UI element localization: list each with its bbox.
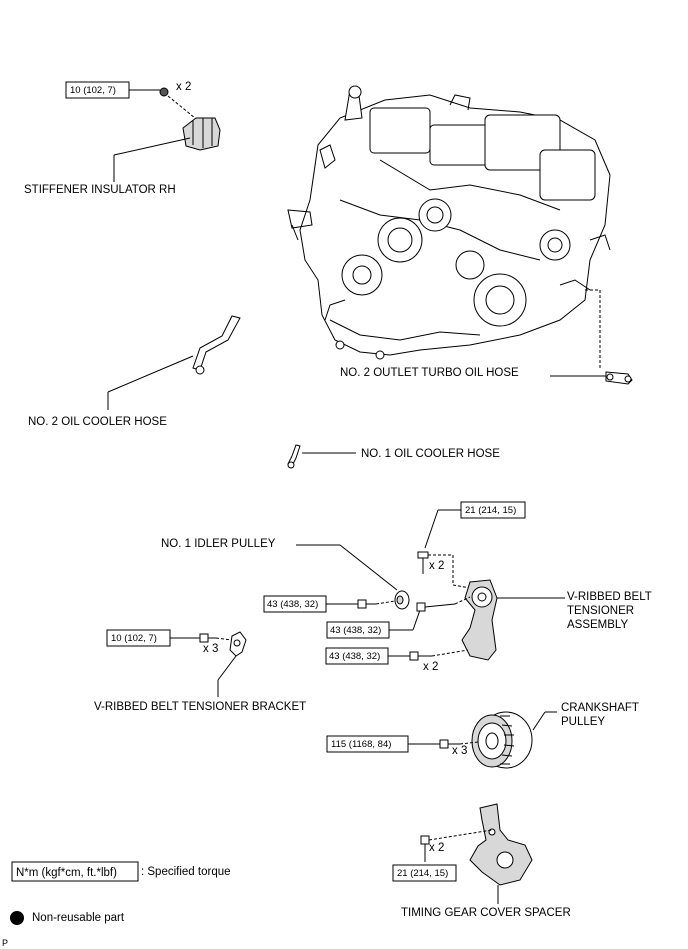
bolt-icon [439,739,460,749]
torque-value-idler: 43 (438, 32) [267,599,318,610]
non-reusable-part-icon [10,911,24,925]
label-tensioner-assembly-line3: ASSEMBLY [567,619,628,631]
quantity-tensioner-low: x 2 [423,661,438,673]
legend-torque-description: : Specified torque [141,866,231,878]
quantity-crankshaft: x 3 [452,745,467,757]
label-no2-oil-cooler-hose: NO. 2 OIL COOLER HOSE [28,416,167,428]
torque-value-crankshaft: 115 (1168, 84) [331,739,391,750]
timing-gear-cover-spacer-group: x 2 21 (214, 15) TIMING GEAR COVER SPACE… [392,803,571,919]
quantity-stiffener: x 2 [176,81,191,93]
torque-box-spacer [392,864,457,882]
quantity-spacer: x 2 [429,842,444,854]
stiffener-insulator-part [182,117,221,151]
no2-outlet-turbo-oil-hose-group: NO. 2 OUTLET TURBO OIL HOSE [340,289,633,385]
non-reusable-bolt-icon [159,87,169,97]
label-timing-gear-cover-spacer: TIMING GEAR COVER SPACER [401,907,571,919]
label-crankshaft-pulley-line1: CRANKSHAFT [561,702,639,714]
label-no1-idler-pulley: NO. 1 IDLER PULLEY [161,538,276,550]
torque-value-tensioner-top: 21 (214, 15) [465,505,516,516]
label-crankshaft-pulley-line2: PULLEY [561,716,605,728]
tensioner-assembly-group: V-RIBBED BELT TENSIONER ASSEMBLY 43 (438… [325,579,652,673]
bolt-icon [420,835,430,862]
idler-pulley-group: NO. 1 IDLER PULLEY 43 (438, 32) [161,538,410,613]
bolt-icon [417,551,429,574]
legend: N*m (kgf*cm, ft.*lbf) : Specified torque… [2,861,231,948]
torque-value-tensioner-low: 43 (438, 32) [329,651,380,662]
torque-value-tensioner-mid: 43 (438, 32) [330,625,381,636]
no2-oil-cooler-hose-part [192,315,241,371]
label-tensioner-assembly-line2: TENSIONER [567,605,634,617]
label-tensioner-assembly-line1: V-RIBBED BELT [567,591,652,603]
quantity-bracket: x 3 [203,643,218,655]
legend-torque-unit: N*m (kgf*cm, ft.*lbf) [16,867,117,879]
bolt-icon [409,651,432,661]
torque-value-stiffener: 10 (102, 7) [70,85,116,96]
torque-value-spacer: 21 (214, 15) [397,868,448,879]
tensioner-bracket-group: 10 (102, 7) x 3 V-RIBBED BELT TENSIONER … [94,629,306,713]
quantity-tensioner-top: x 2 [429,560,444,572]
torque-value-bracket: 10 (102, 7) [111,633,157,644]
no1-oil-cooler-hose-group: NO. 1 OIL COOLER HOSE [287,444,500,469]
tensioner-top-bolt-group: 21 (214, 15) x 2 [417,501,526,589]
timing-gear-cover-spacer-part [469,803,533,886]
bolt-icon [357,599,376,609]
legend-non-reusable-part: Non-reusable part [32,912,125,924]
bolt-icon [199,633,216,643]
label-stiffener-insulator: STIFFENER INSULATOR RH [24,184,176,196]
stiffener-insulator-group: 10 (102, 7) x 2 STIFFENER INSULATOR RH [24,81,221,196]
label-no2-outlet-turbo-oil-hose: NO. 2 OUTLET TURBO OIL HOSE [340,367,519,379]
no2-oil-cooler-hose-group: NO. 2 OIL COOLER HOSE [28,315,241,428]
bolt-icon [416,602,456,612]
crankshaft-pulley-group: CRANKSHAFT PULLEY 115 (1168, 84) x 3 [326,702,639,769]
engine-assembly-illustration [287,85,611,360]
legend-torque-box [11,861,139,882]
footer-mark: P [2,938,8,948]
label-no1-oil-cooler-hose: NO. 1 OIL COOLER HOSE [361,448,500,460]
label-tensioner-bracket: V-RIBBED BELT TENSIONER BRACKET [94,701,306,713]
